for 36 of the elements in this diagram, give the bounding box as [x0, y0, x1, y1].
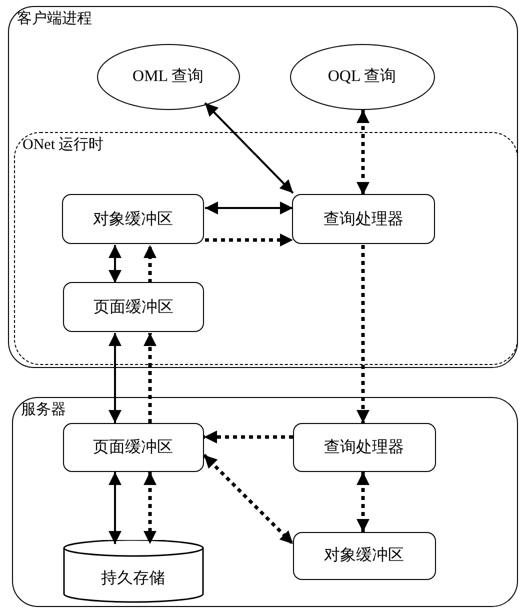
process-box: [292, 194, 435, 244]
arrow: [202, 454, 294, 546]
arrow: [356, 245, 370, 423]
process-box: [62, 422, 204, 472]
process-box: [292, 532, 436, 580]
process-box: [62, 194, 204, 244]
arrow: [144, 245, 156, 283]
process-container: [8, 6, 518, 368]
node-label: OQL 查询: [328, 66, 396, 87]
node-label: OML 查询: [132, 66, 204, 87]
node-label: 查询处理器: [324, 210, 404, 230]
node-label: 对象缓冲区: [93, 210, 173, 230]
process-container: [12, 397, 518, 607]
node-label: 查询处理器: [324, 438, 404, 458]
arrow: [356, 472, 370, 532]
arrow: [108, 472, 122, 544]
node-label: 持久存储: [101, 568, 165, 588]
container-title: 服务器: [21, 401, 66, 419]
arrow: [204, 102, 294, 194]
process-box: [292, 422, 436, 472]
storage-cylinder: [62, 540, 204, 602]
runtime-container: [14, 132, 518, 364]
node-label: 页面缓冲区: [94, 298, 174, 318]
container-title: 客户端进程: [17, 9, 92, 28]
container-title: ONet 运行时: [22, 136, 104, 154]
process-box: [63, 282, 204, 332]
arrow: [356, 110, 370, 195]
node-label: 页面缓冲区: [93, 438, 173, 458]
arrow: [205, 234, 293, 246]
arrow: [144, 333, 156, 423]
arrow: [205, 202, 293, 214]
node-label: 对象缓冲区: [324, 546, 404, 566]
arrow: [204, 430, 293, 444]
arrow: [144, 472, 156, 544]
arrow: [108, 333, 122, 423]
arrow: [108, 245, 122, 283]
